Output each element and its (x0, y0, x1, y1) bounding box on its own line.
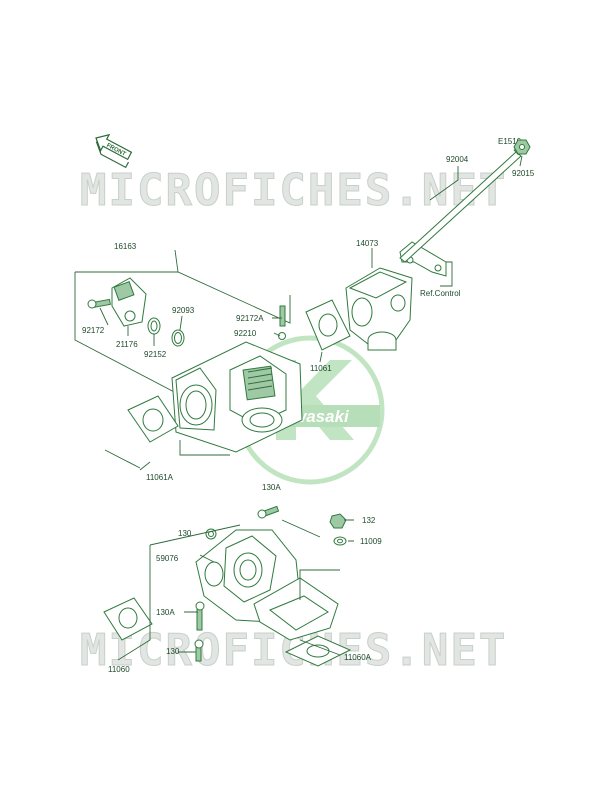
bolt-132 (329, 513, 347, 529)
group-outline-11061A (104, 440, 230, 469)
front-arrow-icon: FRONT (95, 133, 133, 169)
bolt-130A-bottom (195, 601, 205, 631)
gasket-11060A (284, 635, 352, 667)
intake-14073 (345, 267, 413, 351)
callout-21176: 21176 (116, 340, 138, 349)
callout-130A-bottom: 130A (156, 608, 175, 617)
gasket-11061 (305, 299, 351, 351)
leader-lines-lower (117, 519, 354, 661)
throttle-housing-59076 (195, 529, 339, 641)
group-outline-16163 (74, 249, 291, 396)
callout-132: 132 (362, 516, 376, 525)
callout-130-top: 130 (178, 529, 192, 538)
screw-92172 (87, 298, 111, 309)
gasket-11061A (127, 395, 179, 443)
callout-ref-control: Ref.Control (420, 289, 461, 298)
callout-11060: 11060 (108, 665, 130, 674)
callout-11060A: 11060A (344, 653, 372, 662)
callout-92015: 92015 (512, 169, 535, 178)
callout-16163: 16163 (114, 242, 137, 251)
leader-lines-upper (99, 155, 523, 471)
callout-14073: 14073 (356, 239, 379, 248)
callout-92004: 92004 (446, 155, 469, 164)
throttle-sensor-21176 (111, 277, 147, 327)
callout-11009: 11009 (360, 537, 382, 546)
stud-92172A (279, 305, 286, 327)
callout-130-bottom: 130 (166, 647, 180, 656)
callout-92152: 92152 (144, 350, 167, 359)
diagram-code: E1510 (498, 137, 522, 146)
callout-92093: 92093 (172, 306, 195, 315)
bolt-130-bottom (194, 639, 204, 662)
throttle-body (171, 341, 303, 453)
callout-59076: 59076 (156, 554, 179, 563)
callout-92172: 92172 (82, 326, 105, 335)
callout-92210: 92210 (234, 329, 257, 338)
bolt-130-top (205, 528, 217, 540)
oring-92152 (147, 317, 161, 335)
washer-92210 (278, 332, 286, 340)
callout-11061: 11061 (310, 364, 332, 373)
callout-11061A: 11061A (146, 473, 174, 482)
oring-92093 (171, 329, 185, 347)
callout-130A-top: 130A (262, 483, 281, 492)
washer-11009 (333, 536, 347, 546)
bolt-130A-top (257, 505, 280, 519)
watermark-top: MICROFICHES.NET (80, 165, 507, 216)
gasket-11060 (103, 597, 153, 641)
callout-92172A: 92172A (236, 314, 264, 323)
nut-92015 (513, 139, 531, 155)
